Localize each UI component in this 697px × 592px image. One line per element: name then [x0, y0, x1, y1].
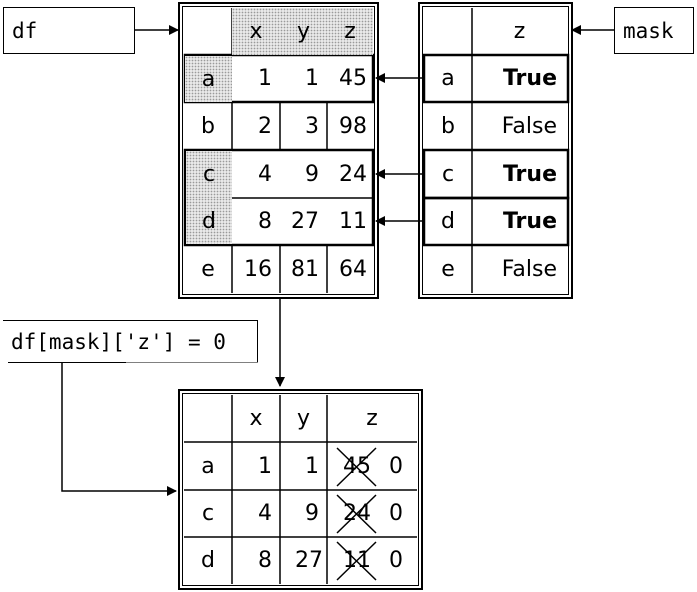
mask-label: mask: [614, 7, 694, 54]
df-header-x: x: [249, 19, 263, 44]
result-cell-d-x: 8: [258, 548, 272, 573]
result-cell-a-z-new: 0: [389, 453, 403, 479]
df-cell-e-z: 64: [339, 256, 367, 282]
mask-value-d: True: [502, 209, 557, 234]
mask-index-d: d: [441, 209, 455, 234]
df-index-d: d: [186, 198, 232, 244]
result-cell-d-z-old: 11: [343, 548, 371, 573]
mask-value-c: True: [502, 161, 557, 187]
result-header-z: z: [366, 406, 378, 431]
result-cell-a-x: 1: [258, 453, 272, 479]
mask-table: [418, 2, 573, 299]
df-index-c: c: [186, 151, 232, 198]
df-cell-d-y: 27: [291, 209, 319, 234]
df-header-shade: [232, 8, 373, 55]
result-table: [178, 389, 423, 590]
result-cell-a-y: 1: [305, 453, 319, 479]
result-index-d: d: [201, 548, 215, 573]
df-index-b: b: [201, 113, 215, 139]
result-cell-d-y: 27: [295, 548, 323, 573]
df-cell-c-x: 4: [258, 161, 272, 187]
df-cell-a-z: 45: [339, 66, 367, 91]
mask-index-a: a: [441, 66, 455, 91]
df-label: df: [3, 7, 135, 54]
result-grid: [184, 395, 417, 584]
df-cell-a-y: 1: [305, 66, 319, 91]
df-header-y: y: [296, 19, 311, 44]
result-cell-d-z-new: 0: [389, 548, 403, 573]
highlight-rows-c-d: [183, 148, 375, 247]
df-cell-d-z: 11: [339, 209, 367, 234]
mask-value-e: False: [501, 256, 557, 282]
df-index-e: e: [201, 256, 215, 282]
result-cell-c-x: 4: [258, 501, 272, 526]
df-cell-b-z: 98: [339, 113, 367, 139]
mask-index-e: e: [441, 256, 455, 282]
df-table: [178, 2, 379, 299]
df-cell-e-x: 16: [244, 256, 272, 282]
mask-value-b: False: [501, 113, 557, 139]
code-label: df[mask]['z'] = 0: [3, 320, 258, 362]
df-cell-c-y: 9: [305, 161, 319, 187]
df-cell-b-x: 2: [258, 113, 272, 139]
df-cell-d-x: 8: [258, 209, 272, 234]
result-index-a: a: [201, 453, 215, 479]
df-cell-c-z: 24: [339, 161, 367, 187]
mask-index-c: c: [441, 161, 455, 187]
df-cell-b-y: 3: [305, 113, 319, 139]
result-cell-a-z-old: 45: [343, 453, 371, 479]
result-header-x: x: [249, 406, 263, 431]
result-index-c: c: [201, 501, 215, 526]
result-cell-c-y: 9: [305, 501, 319, 526]
result-cell-c-z-new: 0: [389, 501, 403, 526]
mask-header-z: z: [513, 19, 526, 44]
strikeouts: [336, 447, 377, 581]
result-cell-c-z-old: 24: [343, 501, 371, 526]
df-header-z: z: [344, 19, 356, 44]
df-index-a: a: [185, 56, 232, 102]
arrow-code-result: [61, 362, 177, 496]
df-cell-a-x: 1: [258, 66, 272, 91]
df-cell-e-y: 81: [291, 256, 319, 282]
result-header-y: y: [296, 406, 311, 431]
mask-value-a: True: [502, 66, 557, 91]
mask-index-b: b: [441, 113, 455, 139]
